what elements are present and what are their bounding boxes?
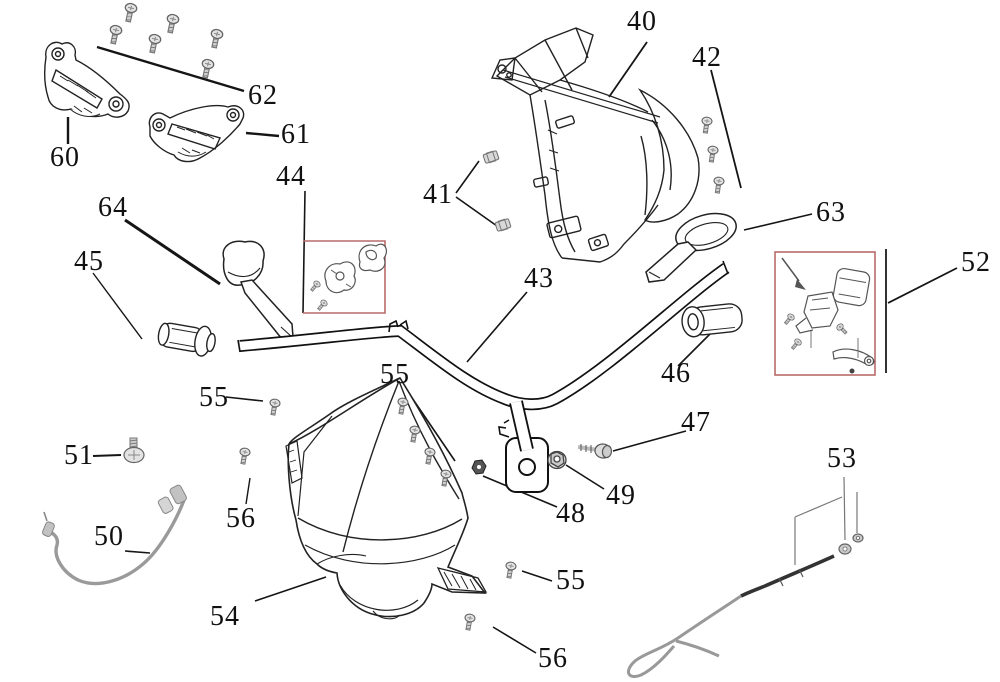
part-52-switch-lever-assy [781, 257, 875, 374]
highlight-box-52 [774, 251, 876, 376]
part-64-left-mirror [222, 240, 294, 340]
part-63-right-mirror [645, 212, 737, 283]
callout-56: 56 [226, 503, 256, 534]
callout-55: 55 [380, 359, 410, 390]
part-54-handlebar-front-cover [285, 376, 488, 620]
callout-53: 53 [827, 443, 857, 474]
cable-50 [42, 484, 187, 586]
screw-51 [123, 437, 145, 464]
part-40-front-upper-cover [490, 27, 700, 263]
callout-50: 50 [94, 521, 124, 552]
part-43-handlebar [237, 260, 730, 493]
part-60-lever-bracket [43, 41, 130, 118]
callout-43: 43 [524, 263, 554, 294]
callout-45: 45 [74, 246, 104, 277]
callout-49: 49 [606, 480, 636, 511]
part-44-handlebar-clamps [308, 243, 388, 313]
bolt-47 [577, 443, 613, 459]
callout-44: 44 [276, 161, 306, 192]
part-45-left-grip [157, 322, 216, 357]
callout-54: 54 [210, 601, 240, 632]
callout-40: 40 [627, 6, 657, 37]
callout-42: 42 [692, 42, 722, 73]
leader-lines [66, 41, 958, 654]
callout-61: 61 [281, 119, 311, 150]
callout-41: 41 [423, 179, 453, 210]
callout-46: 46 [661, 358, 691, 389]
callout-60: 60 [50, 142, 80, 173]
callout-62: 62 [248, 80, 278, 111]
callout-64: 64 [98, 192, 128, 223]
flange-nut-49 [547, 450, 567, 470]
callout-52: 52 [961, 247, 991, 278]
callout-55: 55 [199, 382, 229, 413]
part-46-right-grip [681, 303, 743, 338]
callout-63: 63 [816, 197, 846, 228]
cable-53 [626, 533, 864, 678]
callout-55: 55 [556, 565, 586, 596]
part-61-lever-bracket [148, 104, 245, 163]
callout-56: 56 [538, 643, 568, 674]
nut-48 [471, 459, 487, 475]
callout-47: 47 [681, 407, 711, 438]
highlight-box-44 [303, 240, 386, 314]
callout-48: 48 [556, 498, 586, 529]
callout-51: 51 [64, 440, 94, 471]
